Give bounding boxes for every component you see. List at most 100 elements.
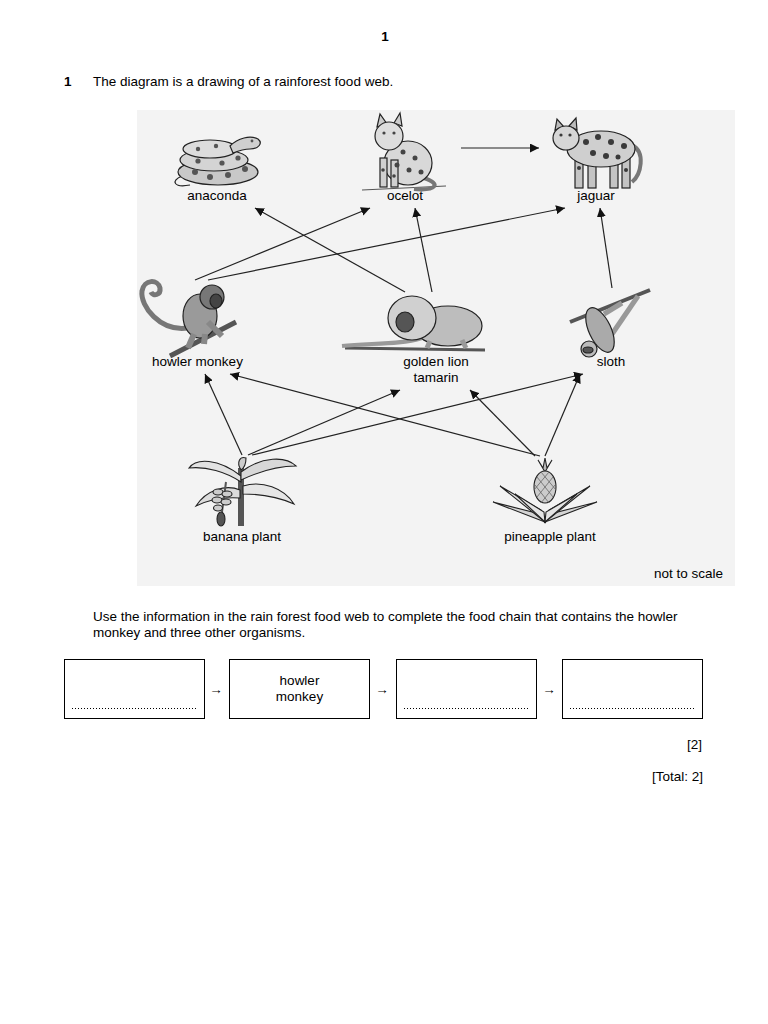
answer-box: howler monkey [229, 659, 370, 719]
jaguar-spot [621, 143, 627, 149]
sloth-face [583, 347, 593, 353]
answer-line [72, 708, 196, 709]
organism-node: anaconda [162, 128, 272, 207]
ocelot-eye [382, 131, 385, 134]
snake-spot [192, 169, 198, 175]
snake-spot [207, 174, 213, 180]
jaguar-spot [616, 155, 621, 160]
jaguar-spot [608, 139, 614, 145]
snake-spot [214, 144, 218, 148]
feeding-arrow [248, 390, 400, 455]
organism-label: howler monkey [152, 354, 243, 370]
ocelot-spot [392, 174, 396, 178]
feeding-arrow [205, 374, 242, 455]
snake-spot [242, 166, 248, 172]
organism-node: pineapple plant [490, 456, 610, 548]
pineapple-fruit [534, 471, 556, 503]
banana-fruit [221, 499, 231, 505]
ocelot-eye [392, 131, 395, 134]
mark-allocation: [2] [687, 737, 702, 753]
banana-fruit [222, 491, 232, 497]
jaguar-head [553, 126, 579, 150]
banana-plant-drawing [189, 458, 296, 526]
feeding-arrow [252, 374, 583, 455]
banana-flower [217, 512, 225, 526]
answer-box [65, 660, 205, 719]
organism-label: banana plant [203, 529, 281, 545]
feeding-arrow [600, 208, 612, 288]
snake-spot [225, 172, 231, 178]
banana-leaf [243, 484, 294, 504]
snake-head [230, 137, 260, 153]
organism-node: golden lion tamarin [346, 292, 526, 389]
ocelot-spot [413, 156, 418, 161]
answer-box [563, 660, 703, 719]
snake-spots [192, 140, 253, 180]
ocelot-spot [401, 150, 406, 155]
snake-spot [219, 160, 224, 165]
organism-label: sloth [597, 354, 626, 370]
scale-note: not to scale [654, 566, 723, 582]
ocelot-leg [380, 158, 387, 187]
tamarin-leg [427, 341, 430, 348]
monkey-face [210, 294, 222, 308]
organism-label: anaconda [187, 188, 246, 204]
ocelot-spot [407, 168, 412, 173]
ocelot-spots [381, 131, 423, 177]
banana-leaf [241, 459, 296, 480]
monkey-leg [204, 334, 205, 344]
monkey-arm [208, 322, 222, 336]
snake-spot [235, 155, 240, 160]
answer-text: howler monkey [269, 673, 331, 705]
chain-arrow: → [539, 682, 559, 698]
snake-spot [195, 158, 200, 163]
feeding-arrow [230, 374, 540, 456]
banana-leaf [239, 458, 246, 470]
jaguar-eye [568, 133, 571, 136]
organism-node: howler monkey [130, 280, 265, 373]
banana-leaf [196, 488, 240, 506]
organism-node: jaguar [540, 112, 652, 207]
jaguar-spot [603, 153, 609, 159]
pineapple-crown [538, 458, 552, 472]
snake-eye [251, 140, 254, 143]
banana-fruit [214, 505, 223, 511]
ocelot-drawing [362, 113, 446, 190]
page-number: 1 [370, 29, 400, 45]
feeding-arrow [470, 390, 535, 456]
jaguar-spot [595, 134, 601, 140]
organism-label: jaguar [577, 188, 615, 204]
branch [570, 290, 650, 322]
tamarin-mane [388, 296, 436, 340]
answer-box [397, 660, 537, 719]
organism-node: sloth [566, 288, 656, 373]
diagram-panel [137, 110, 735, 586]
feeding-arrow [545, 374, 580, 456]
organism-node: ocelot [350, 115, 460, 207]
answer-line [570, 708, 694, 709]
snake-coil [183, 140, 237, 158]
total-marks: [Total: 2] [652, 769, 703, 785]
howler-monkey-drawing [142, 282, 236, 356]
jaguar-spot [577, 166, 581, 170]
intro-text: The diagram is a drawing of a rainforest… [93, 74, 393, 90]
question-text: Use the information in the rain forest f… [93, 609, 709, 641]
golden-lion-tamarin-drawing [342, 296, 485, 350]
feeding-arrow [208, 208, 565, 280]
anaconda-drawing [175, 137, 260, 185]
organism-label: golden lion tamarin [391, 354, 481, 386]
feeding-arrow [415, 208, 432, 292]
snake-spot [196, 147, 200, 151]
feeding-arrow [195, 208, 370, 280]
monkey-tail [142, 282, 188, 329]
organism-node: banana plant [185, 455, 299, 548]
jaguar-drawing [553, 118, 641, 188]
sloth-drawing [570, 290, 650, 357]
feeding-arrow [255, 208, 405, 292]
feeding-arrow [461, 147, 539, 148]
jaguar-spot [583, 139, 589, 145]
organism-label: ocelot [387, 188, 423, 204]
jaguar-spot [624, 168, 628, 172]
